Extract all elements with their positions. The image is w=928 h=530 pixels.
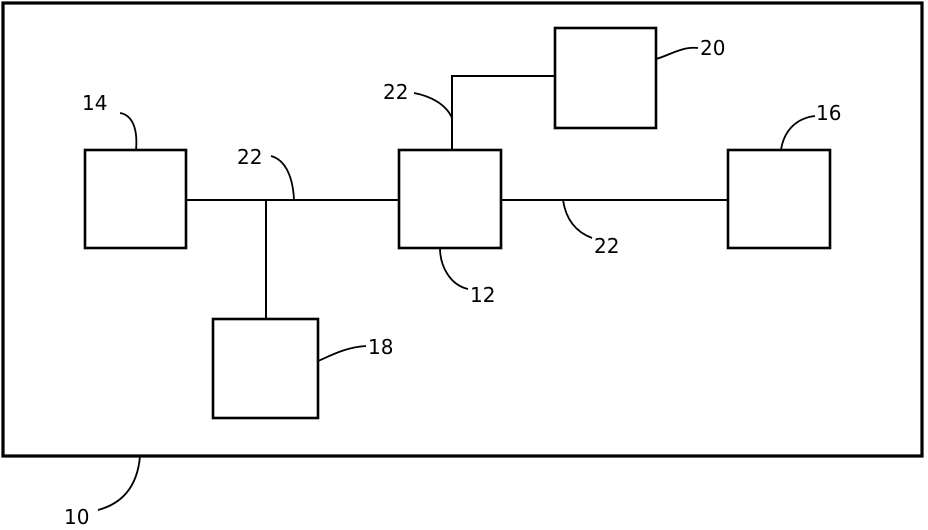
label-link-right: 22	[594, 234, 619, 258]
box-upper-unit	[555, 28, 656, 128]
box-left-unit	[85, 150, 186, 248]
label-central-unit: 12	[470, 283, 495, 307]
label-right-unit: 16	[816, 101, 841, 125]
label-left-unit: 14	[82, 91, 107, 115]
label-link-left: 22	[237, 145, 262, 169]
label-system: 10	[64, 505, 89, 529]
label-upper-unit: 20	[700, 36, 725, 60]
box-right-unit	[728, 150, 830, 248]
box-lower-unit	[213, 319, 318, 418]
label-lower-unit: 18	[368, 335, 393, 359]
box-central-unit	[399, 150, 501, 248]
leader-10	[98, 456, 140, 510]
label-link-upper: 22	[383, 80, 408, 104]
